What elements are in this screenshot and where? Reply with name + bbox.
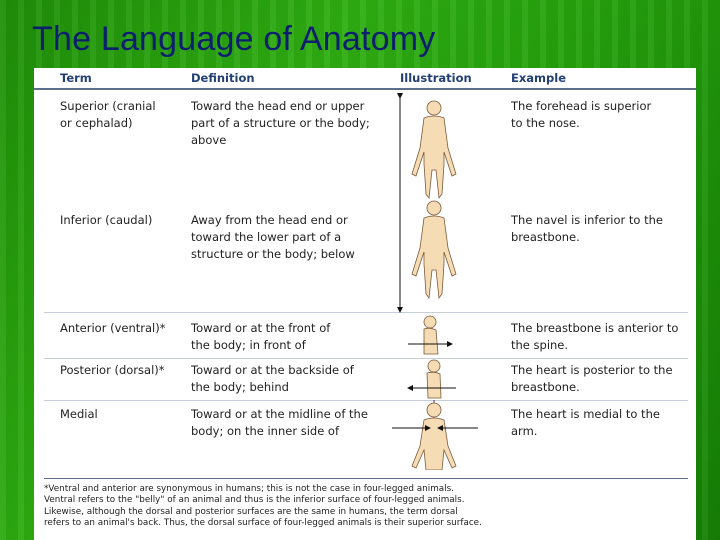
header-term: Term <box>60 71 92 85</box>
row-posterior-definition: Toward or at the backside of the body; b… <box>191 363 354 394</box>
slide-title: The Language of Anatomy <box>32 20 436 58</box>
posterior-illustration <box>407 359 456 399</box>
row-anterior-definition: Toward or at the front of the body; in f… <box>191 321 331 352</box>
row-posterior-term: Posterior (dorsal)* <box>60 363 165 377</box>
row-divider <box>44 312 688 313</box>
row-divider <box>44 358 688 359</box>
body-figure-lower <box>411 200 457 300</box>
row-inferior-definition: Away from the head end or toward the low… <box>191 213 355 261</box>
header-definition: Definition <box>191 71 255 85</box>
body-figure-upper <box>411 100 457 200</box>
row-medial-term: Medial <box>60 407 98 421</box>
row-anterior-example: The breastbone is anterior to the spine. <box>511 321 679 352</box>
footnote-divider <box>44 478 688 479</box>
footnote: *Ventral and anterior are synonymous in … <box>44 484 482 529</box>
row-anterior-term: Anterior (ventral)* <box>60 321 166 335</box>
row-superior-term: Superior (cranial or cephalad) <box>60 99 156 130</box>
row-divider <box>44 400 688 401</box>
anterior-illustration <box>408 315 453 355</box>
medial-illustration <box>392 400 478 470</box>
row-medial-example: The heart is medial to the arm. <box>511 407 660 438</box>
row-inferior-term: Inferior (caudal) <box>60 213 153 227</box>
row-medial-definition: Toward or at the midline of the body; on… <box>191 407 368 438</box>
header-illustration: Illustration <box>400 71 472 85</box>
anatomy-table: Term Definition Illustration Example Sup… <box>34 68 696 540</box>
row-inferior-example: The navel is inferior to the breastbone. <box>511 213 663 244</box>
superior-inferior-illustration <box>397 93 457 313</box>
header-example: Example <box>511 71 566 85</box>
row-superior-definition: Toward the head end or upper part of a s… <box>191 99 370 147</box>
table-header: Term Definition Illustration Example <box>34 68 696 90</box>
row-posterior-example: The heart is posterior to the breastbone… <box>511 363 673 394</box>
row-superior-example: The forehead is superior to the nose. <box>511 99 652 130</box>
